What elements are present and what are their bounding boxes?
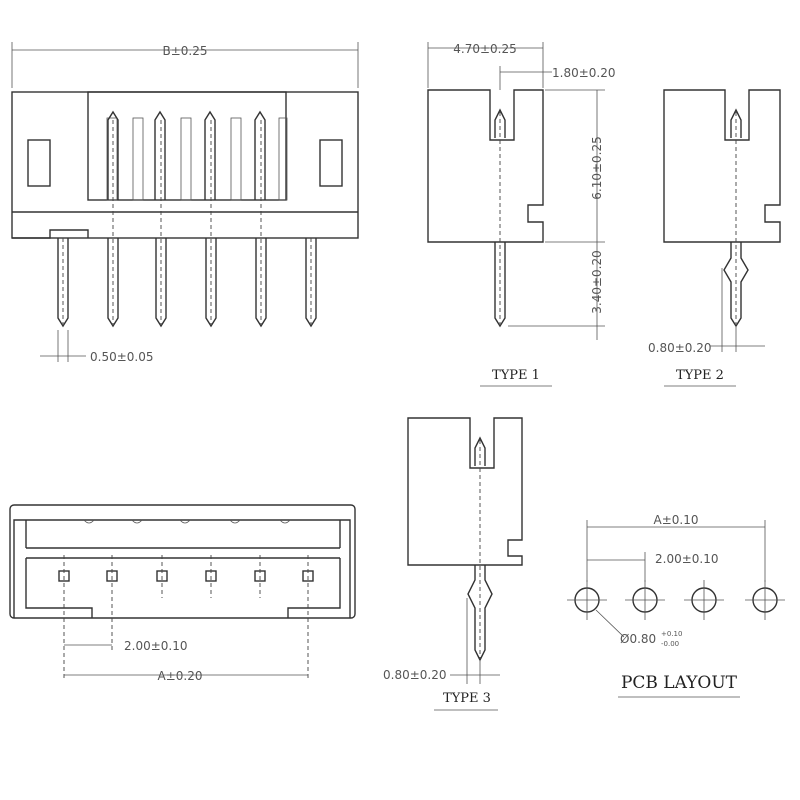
top-pitch-dim: 2.00±0.10 (124, 639, 188, 653)
type3-view: 0.80±0.20 TYPE 3 (383, 417, 523, 711)
pcb-layout: A±0.10 2.00±0.10 Ø0.80 +0.10 -0.00 PCB L… (567, 513, 785, 698)
pcb-pitch-dim: 2.00±0.10 (655, 552, 719, 566)
type2-body (663, 89, 781, 243)
type2-label: TYPE 2 (676, 368, 724, 383)
top-pin-squares (58, 570, 314, 582)
pcb-holes (567, 580, 785, 620)
type3-label: TYPE 3 (443, 691, 491, 706)
pcb-hole-tol-minus: -0.00 (661, 640, 679, 648)
top-span-dim: A±0.20 (158, 669, 203, 683)
type1-width-dim: 4.70±0.25 (453, 42, 517, 56)
pcb-hole-tol-plus: +0.10 (661, 630, 682, 638)
front-pins (57, 238, 317, 328)
type1-height-dim: 6.10±0.25 (590, 136, 604, 200)
type2-offset-dim: 0.80±0.20 (648, 341, 712, 355)
front-view: B±0.25 (11, 42, 359, 364)
top-body (9, 504, 356, 619)
type1-pin-len-dim: 3.40±0.20 (590, 250, 604, 314)
front-body (11, 91, 359, 239)
type1-label: TYPE 1 (492, 368, 540, 383)
type1-view: 4.70±0.25 1.80±0.20 6.10±0.25 3.40±0.20 … (427, 42, 616, 387)
type2-view: 0.80±0.20 TYPE 2 (648, 89, 781, 387)
type3-body (407, 417, 523, 566)
b-width-dim: B±0.25 (162, 44, 207, 58)
pcb-span-dim: A±0.10 (654, 513, 699, 527)
type1-slot-dim: 1.80±0.20 (552, 66, 616, 80)
pcb-layout-title: PCB LAYOUT (621, 673, 738, 693)
type3-offset-dim: 0.80±0.20 (383, 668, 447, 682)
pcb-hole-dim: Ø0.80 (620, 632, 656, 646)
pin-width-dim: 0.50±0.05 (90, 350, 154, 364)
top-view: 2.00±0.10 A±0.20 (9, 504, 356, 683)
type1-body (427, 89, 544, 243)
